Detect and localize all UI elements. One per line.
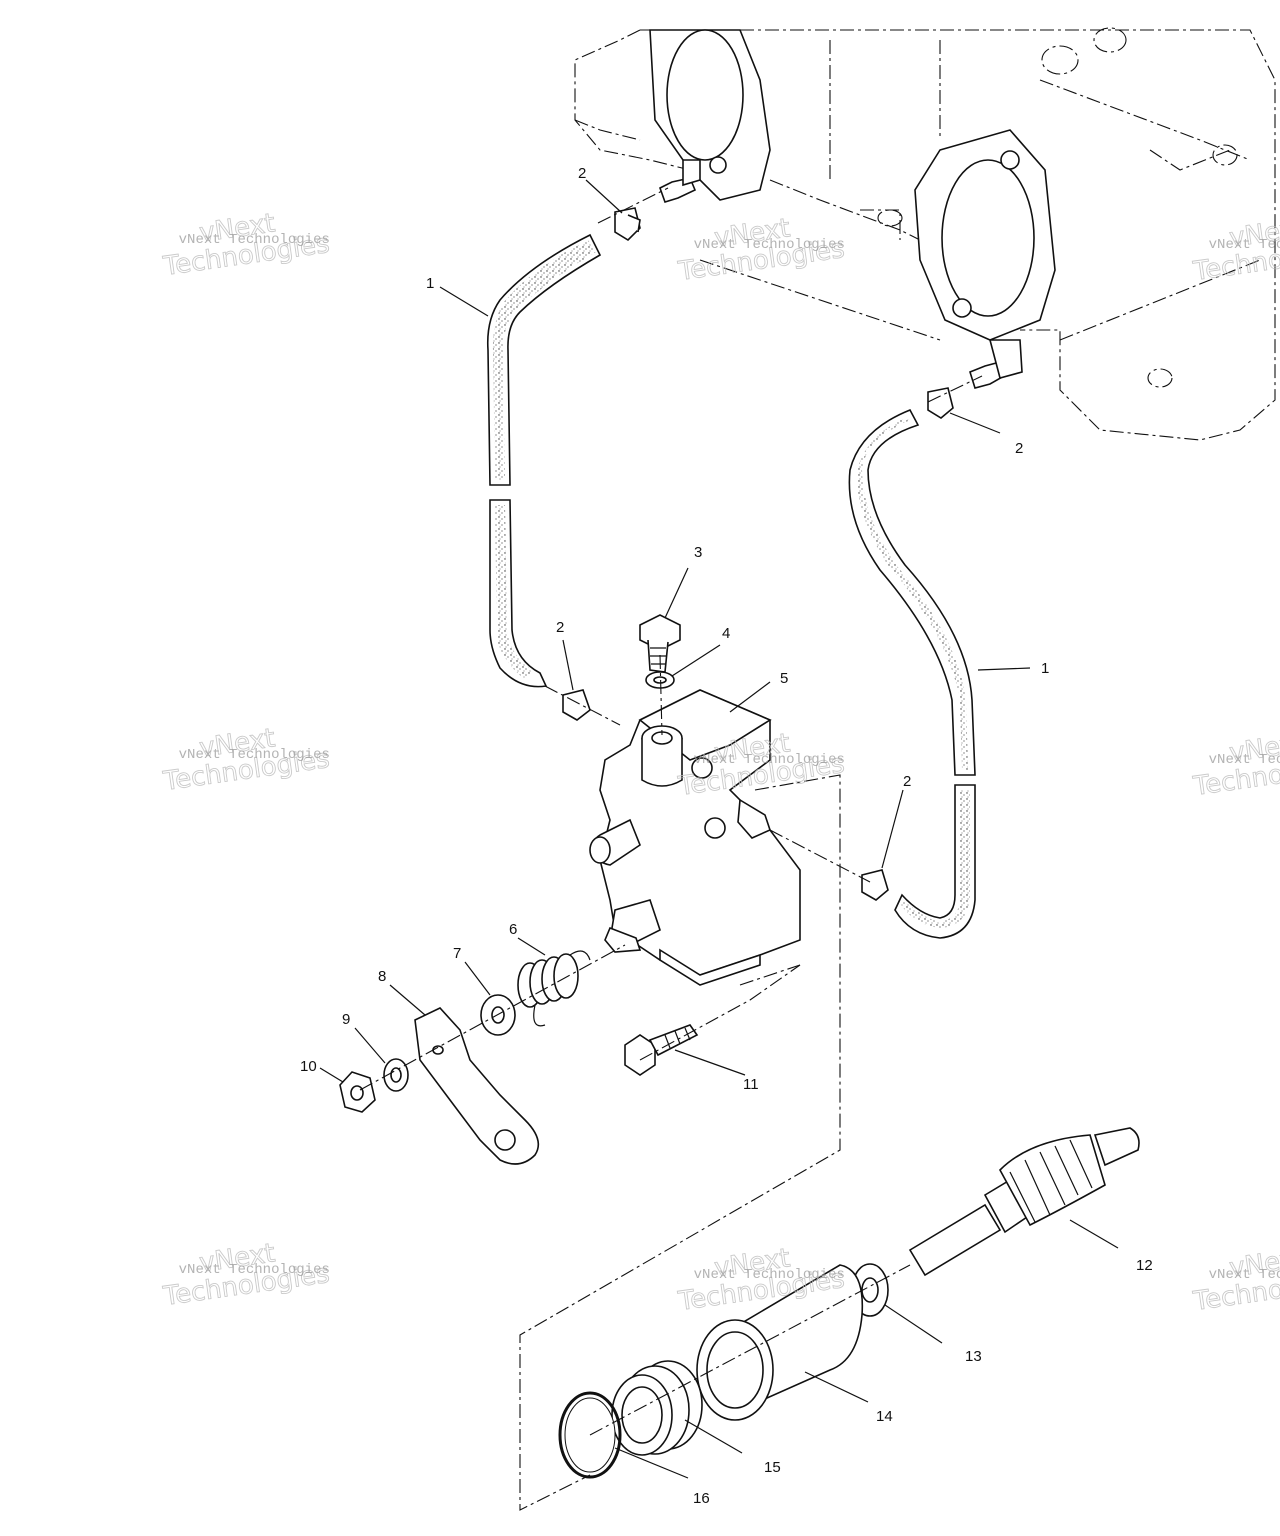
sleeve-part-14: [696, 1264, 864, 1421]
svg-text:vNext Technologies: vNext Technologies: [694, 752, 845, 768]
bolt-part-11: [624, 1024, 699, 1076]
callout-3: 3: [694, 544, 702, 561]
seal-part-15: [611, 1360, 703, 1456]
hose-right-upper: [848, 408, 976, 776]
hose-clamp-top-left: [614, 207, 641, 242]
hose-left-upper: [486, 233, 602, 486]
leader-lines: [319, 179, 1119, 1479]
watermark-6: vNext Technologies vNext Technologies: [1190, 728, 1280, 803]
hose-left-lower: [489, 499, 548, 688]
callout-11: 11: [743, 1076, 759, 1093]
callout-7: 7: [453, 945, 461, 962]
lever-part-8: [414, 1007, 540, 1165]
callout-14: 14: [876, 1408, 893, 1425]
svg-text:vNext Technologies: vNext Technologies: [179, 1262, 330, 1278]
hose-clamp-top-right: [927, 387, 954, 419]
watermark-8: vNext Technologies vNext Technologies: [675, 1243, 846, 1318]
callout-6: 6: [509, 921, 517, 938]
callout-labels: 1 1 2 2 2 2 3 4 5 6 7 8 9 10 11 12 13 14…: [300, 165, 1153, 1507]
washer-part-4: [645, 671, 675, 689]
svg-text:vNext Technologies: vNext Technologies: [1209, 237, 1280, 253]
lockwasher-part-9: [383, 1058, 409, 1092]
watermark-1: vNext Technologies vNext Technologies: [160, 208, 331, 283]
callout-5: 5: [780, 670, 788, 687]
callout-8: 8: [378, 968, 386, 985]
svg-text:vNext Technologies: vNext Technologies: [179, 232, 330, 248]
hose-clamp-pump-left: [562, 689, 591, 721]
exhaust-flange-left: [649, 29, 771, 201]
callout-15: 15: [764, 1459, 781, 1476]
watermark-2: vNext Technologies vNext Technologies: [675, 213, 846, 288]
watermark-9: vNext Technologies vNext Technologies: [1190, 1243, 1280, 1318]
callout-9: 9: [342, 1011, 350, 1028]
engine-block-outline: [574, 27, 1276, 441]
svg-text:vNext Technologies: vNext Technologies: [1209, 1267, 1280, 1283]
callout-2-pump-right: 2: [903, 773, 911, 790]
callout-1-right: 1: [1041, 660, 1049, 677]
callout-13: 13: [965, 1348, 982, 1365]
hose-clamp-pump-right: [861, 869, 889, 901]
nut-part-10: [339, 1071, 376, 1113]
callout-2-pump-left: 2: [556, 619, 564, 636]
callout-1-left: 1: [426, 275, 434, 292]
spring-part-6: [517, 950, 591, 1027]
svg-text:vNext Technologies: vNext Technologies: [694, 237, 845, 253]
callout-2-top-left: 2: [578, 165, 586, 182]
drive-shaft-part-12: [908, 1127, 1140, 1277]
fitting-top-left: [659, 159, 701, 203]
callout-10: 10: [300, 1058, 317, 1075]
callout-2-top-right: 2: [1015, 440, 1023, 457]
hose-right-lower: [894, 784, 976, 939]
oil-pump-body: [589, 689, 801, 986]
svg-text:vNext Technologies: vNext Technologies: [694, 1267, 845, 1283]
watermark-4: vNext Technologies vNext Technologies: [160, 723, 331, 798]
callout-4: 4: [722, 625, 730, 642]
assembly-centerlines: [359, 187, 983, 1511]
fitting-top-right: [969, 339, 1023, 389]
callout-12: 12: [1136, 1257, 1153, 1274]
screw-part-3: [639, 614, 681, 673]
callout-16: 16: [693, 1490, 710, 1507]
watermark-7: vNext Technologies vNext Technologies: [160, 1238, 331, 1313]
watermark-3: vNext Technologies vNext Technologies: [1190, 213, 1280, 288]
exhaust-flange-right: [914, 129, 1056, 341]
svg-text:vNext Technologies: vNext Technologies: [1209, 752, 1280, 768]
svg-text:vNext Technologies: vNext Technologies: [179, 747, 330, 763]
